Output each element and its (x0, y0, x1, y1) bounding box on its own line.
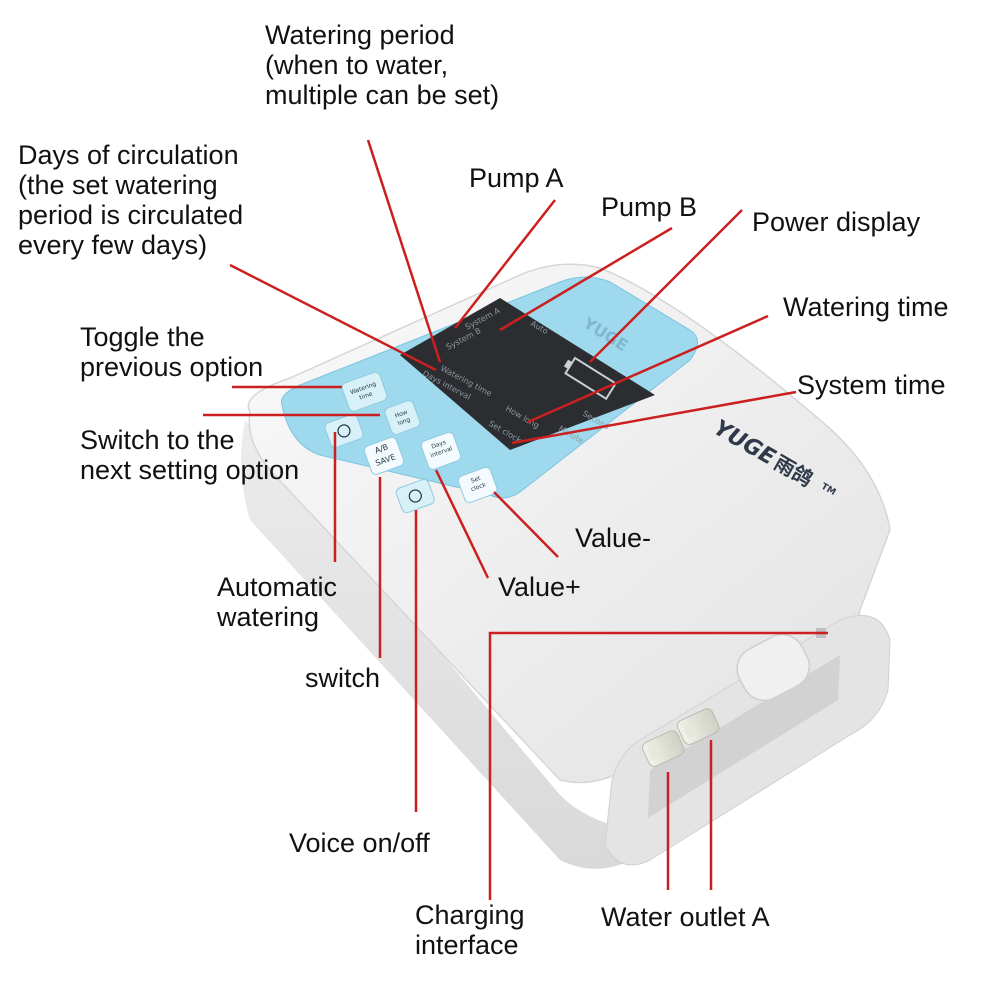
svg-text:Set: Set (470, 475, 482, 485)
water-outlet-nozzles (642, 708, 720, 767)
callout-water-outlet-a: Water outlet A (601, 902, 770, 932)
callout-watering-time: Watering time (783, 292, 949, 322)
voice-button[interactable] (395, 478, 436, 514)
how-long-button[interactable]: How long (384, 399, 422, 436)
watering-time-button[interactable]: Watering time (341, 371, 389, 413)
leader-pump-b (499, 226, 673, 332)
days-interval-button[interactable]: Days interval (420, 431, 462, 471)
leader-pump-a (454, 199, 556, 329)
leader-watering-period (366, 139, 442, 363)
ab-save-button[interactable]: A/B SAVE (363, 436, 405, 476)
control-panel: YUGE System A System B Auto Watering tim… (280, 276, 698, 514)
callout-days-of-circulation: Days of circulation (the set watering pe… (18, 140, 244, 260)
callout-value-minus: Value- (575, 523, 652, 553)
leader-days-circulation (229, 263, 437, 372)
leader-power-display (589, 209, 743, 363)
callout-switch-next: Switch to the next setting option (80, 425, 300, 485)
svg-text:long: long (397, 416, 412, 427)
leader-watering-time (527, 314, 769, 424)
callout-value-plus: Value+ (498, 572, 581, 602)
leader-value-minus (493, 491, 559, 558)
speaker-icon (408, 489, 422, 503)
callout-switch: switch (305, 663, 381, 693)
callout-watering-period: Watering period (when to water, multiple… (265, 20, 500, 110)
callout-toggle-previous: Toggle the previous option (80, 322, 264, 382)
callout-system-time: System time (797, 370, 946, 400)
ab-label: A/B (373, 442, 389, 455)
set-clock-button[interactable]: Set clock (457, 466, 499, 504)
leader-value-plus (434, 469, 490, 579)
svg-text:Days: Days (431, 439, 447, 451)
svg-text:How: How (394, 409, 409, 420)
watering-time-button-label-2: time (358, 390, 373, 401)
callout-automatic-watering: Automatic watering (217, 572, 338, 632)
callout-power-display: Power display (752, 207, 921, 237)
leader-system-time (511, 390, 797, 445)
leader-lines (203, 139, 828, 900)
callout-charging: Charging interface (415, 900, 525, 960)
callout-voice: Voice on/off (289, 828, 430, 858)
drop-icon (337, 424, 351, 438)
callout-pump-a: Pump A (469, 163, 564, 193)
callout-pump-b: Pump B (601, 192, 698, 222)
leader-charging (488, 631, 828, 900)
